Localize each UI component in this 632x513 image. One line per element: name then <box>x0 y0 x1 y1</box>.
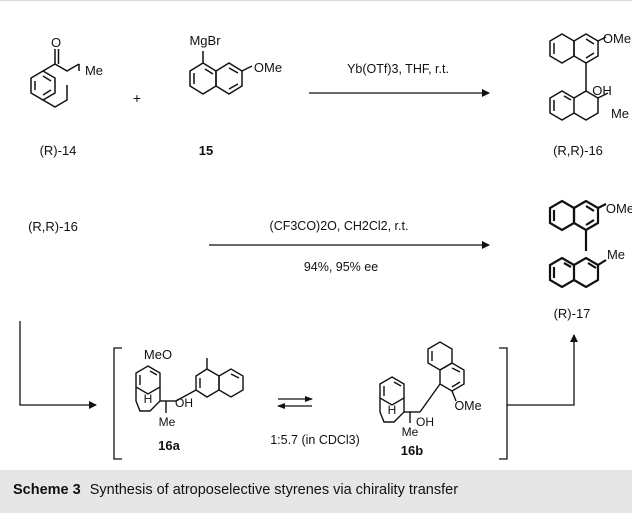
conditions-2-bottom: 94%, 95% ee <box>304 260 378 274</box>
conformer-16a-oh: OH <box>175 396 193 410</box>
structure-alcohol-16 <box>549 33 609 121</box>
conformer-16b-ome: OMe <box>454 399 481 413</box>
ketone-me-label: Me <box>85 63 103 78</box>
right-square-bracket <box>499 347 508 460</box>
conformer-16b-me: Me <box>402 425 419 439</box>
ketone-oxygen: O <box>51 35 61 50</box>
scheme-caption: Scheme 3 Synthesis of atroposelective sty… <box>0 470 632 513</box>
alcohol-me-label: Me <box>611 106 629 121</box>
grignard-ome-label: OMe <box>254 60 282 75</box>
styrene-ome-label: OMe <box>606 201 632 216</box>
conditions-2-top: (CF3CO)2O, CH2Cl2, r.t. <box>270 219 409 233</box>
structure-conformer-16a <box>135 358 244 413</box>
left-square-bracket <box>113 347 122 460</box>
structure-grignard-15 <box>189 51 253 95</box>
equilibrium-ratio: 1:5.7 (in CDCl3) <box>270 433 360 447</box>
plus-sign: + <box>133 90 141 106</box>
compound-label-14: (R)-14 <box>40 143 77 158</box>
caption-label: Scheme 3 <box>13 482 81 498</box>
caption-text: Synthesis of atroposelective styrenes vi… <box>89 482 459 498</box>
conformer-16a-h: H <box>144 392 153 406</box>
compound-label-16a: 16a <box>158 438 180 453</box>
alcohol-oh-label: OH <box>592 83 612 98</box>
mechanism-arrow-in <box>19 321 97 409</box>
structure-ketone-14 <box>30 49 80 108</box>
structure-styrene-17 <box>548 199 607 289</box>
reaction-scheme: O Me (R)-14 + MgBr OMe 15 Yb(OTf)3, THF,… <box>19 31 632 460</box>
compound-label-16b: 16b <box>401 443 423 458</box>
conditions-1: Yb(OTf)3, THF, r.t. <box>347 62 449 76</box>
grignard-mgbr-label: MgBr <box>189 33 221 48</box>
reactant-label-16: (R,R)-16 <box>28 219 78 234</box>
compound-label-17: (R)-17 <box>554 306 591 321</box>
mechanism-arrow-out <box>507 334 578 406</box>
compound-label-15: 15 <box>199 143 213 158</box>
conformer-16b-oh: OH <box>416 415 434 429</box>
compound-label-16: (R,R)-16 <box>553 143 603 158</box>
alcohol-ome-label: OMe <box>603 31 631 46</box>
structure-conformer-16b <box>379 341 465 423</box>
conformer-16b-h: H <box>388 403 397 417</box>
styrene-me-label: Me <box>607 247 625 262</box>
conformer-16a-me: Me <box>159 415 176 429</box>
conformer-16a-meo: MeO <box>144 347 172 362</box>
scheme-frame: O Me (R)-14 + MgBr OMe 15 Yb(OTf)3, THF,… <box>0 0 632 460</box>
